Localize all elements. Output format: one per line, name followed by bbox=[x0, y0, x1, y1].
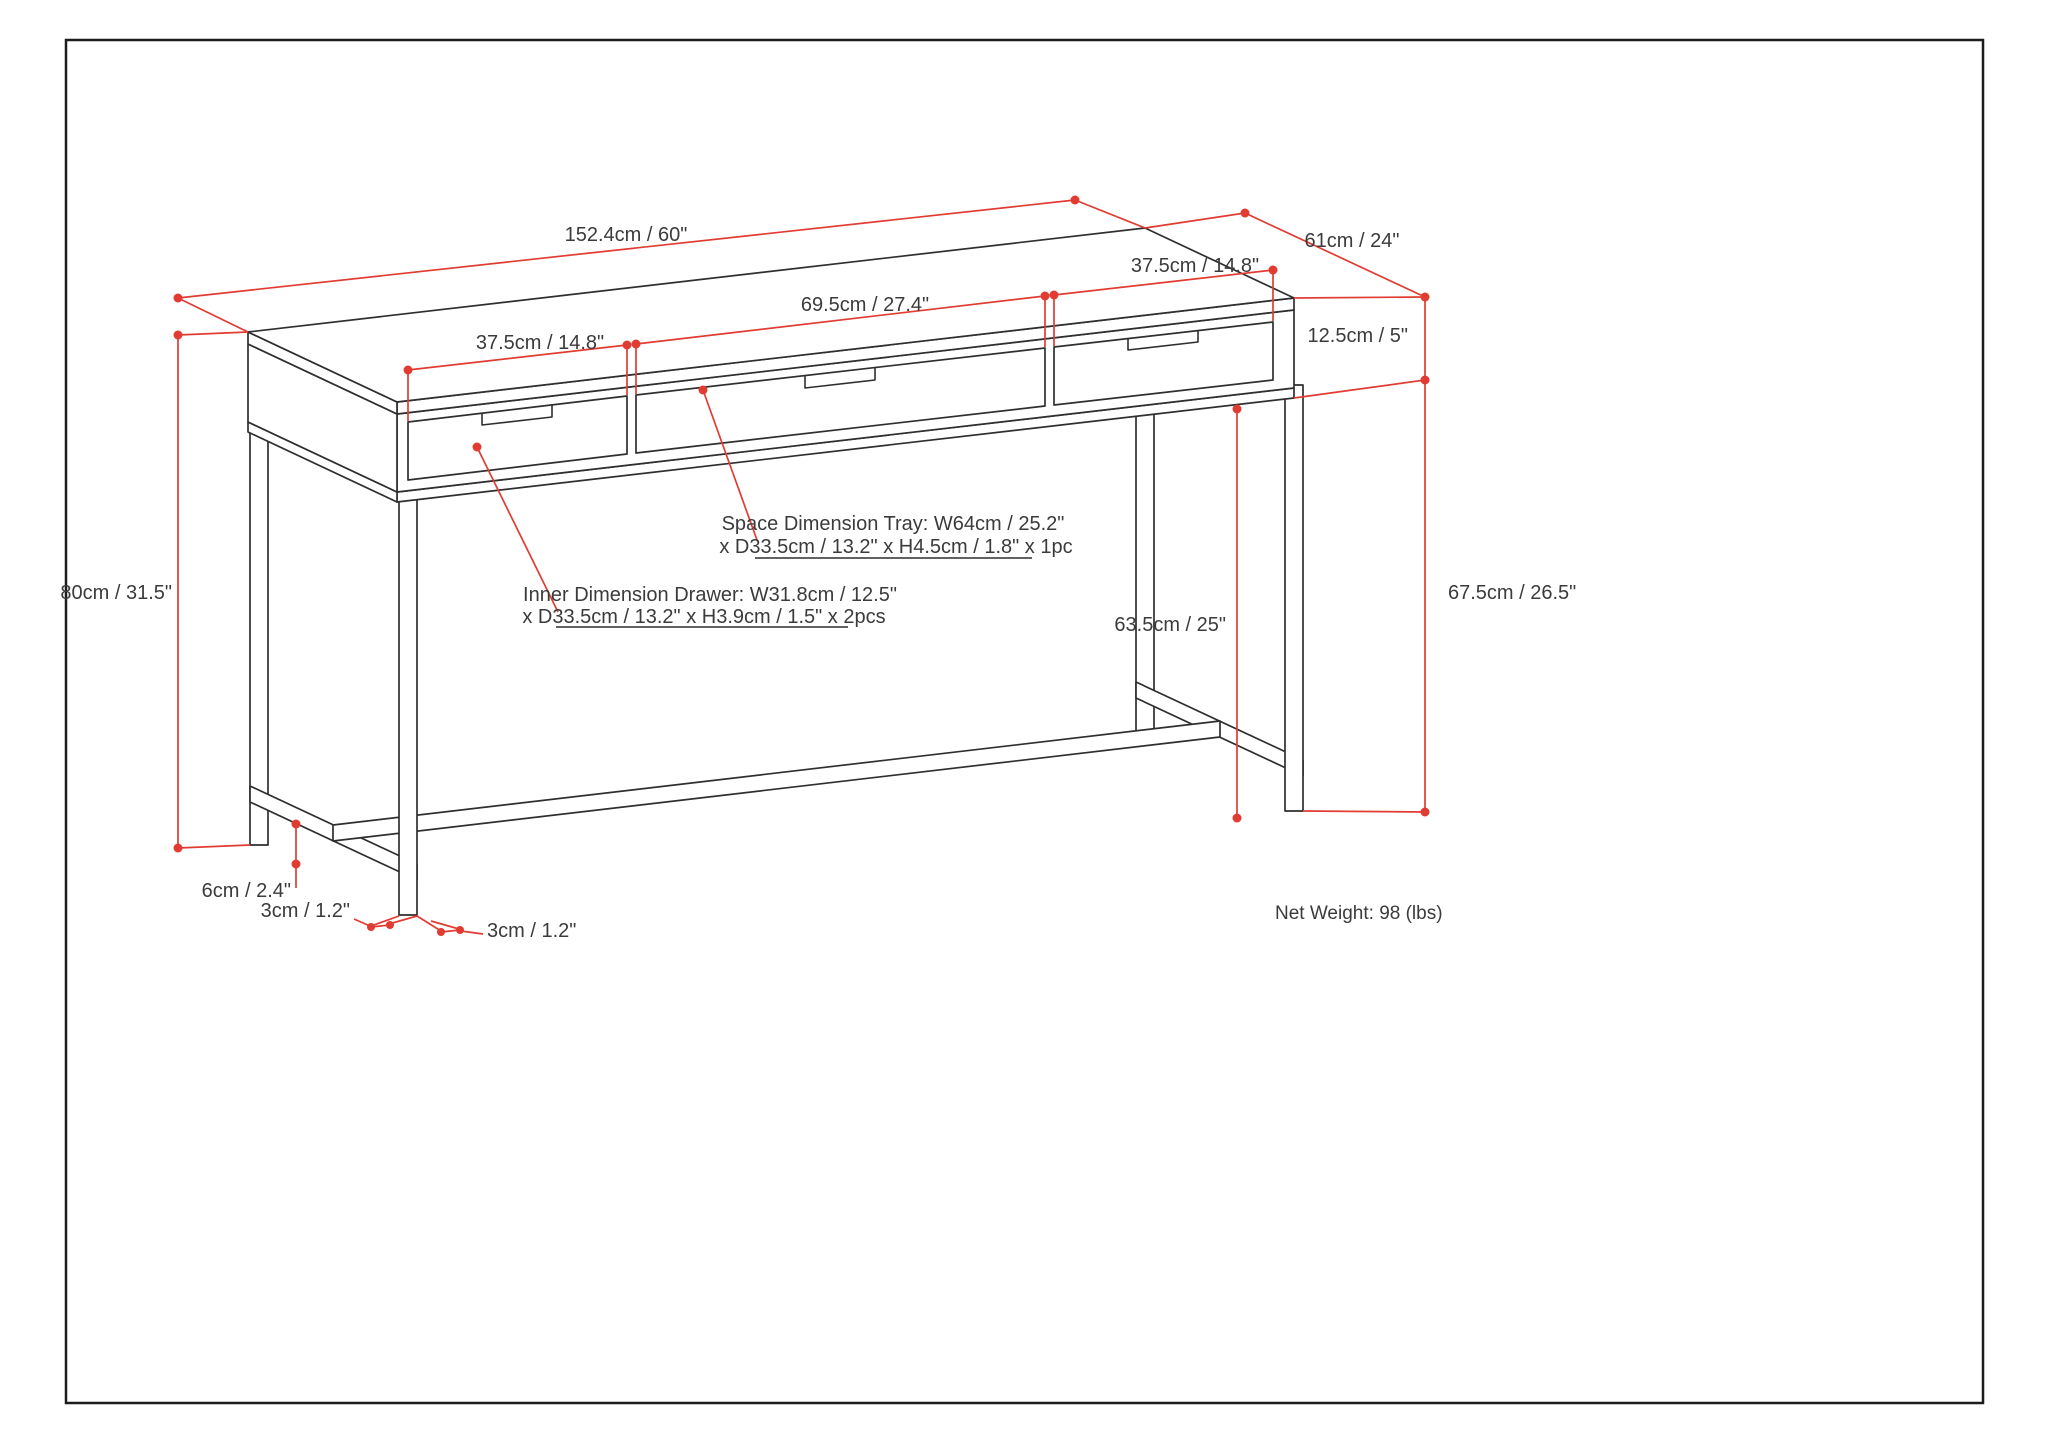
dim-endpoint-dot bbox=[1070, 195, 1080, 205]
dim-endpoint-dot bbox=[1420, 807, 1430, 817]
dim-top-depth-label: 61cm / 24" bbox=[1305, 230, 1400, 252]
back-left-leg bbox=[249, 424, 269, 846]
extension-line bbox=[1293, 379, 1426, 399]
dim-endpoint-dot bbox=[1420, 375, 1430, 385]
dim-endpoint-dot bbox=[367, 923, 375, 931]
dim-endpoint-dot bbox=[437, 928, 445, 936]
extension-line bbox=[1293, 296, 1426, 299]
extension-line bbox=[1144, 212, 1246, 229]
dim-leg-thickness-a: 3cm / 1.2" bbox=[261, 900, 418, 931]
front-right-leg bbox=[1284, 384, 1304, 812]
extension-line bbox=[388, 915, 418, 925]
right-drawer-handle bbox=[1127, 330, 1199, 351]
dim-endpoint-dot bbox=[1040, 291, 1050, 301]
dim-leg-thickness-a-label: 3cm / 1.2" bbox=[261, 900, 350, 922]
dim-endpoint-dot bbox=[173, 293, 183, 303]
extension-line bbox=[430, 920, 460, 930]
dim-drawer-middle-label: 69.5cm / 27.4" bbox=[801, 294, 929, 316]
leader-line bbox=[353, 918, 371, 927]
dim-foot-gap: 6cm / 2.4" bbox=[202, 819, 301, 902]
dim-endpoint-dot bbox=[291, 819, 301, 829]
net-weight-label: Net Weight: 98 (lbs) bbox=[1275, 903, 1443, 924]
leader-line bbox=[460, 930, 484, 935]
dim-drawer-left-label: 37.5cm / 14.8" bbox=[476, 332, 604, 354]
desk-drawing bbox=[247, 227, 1304, 916]
dim-endpoint-dot bbox=[386, 921, 394, 929]
dim-drawer-widths: 37.5cm / 14.8" 69.5cm / 27.4" 37.5cm / 1… bbox=[403, 255, 1278, 421]
dim-endpoint-dot bbox=[291, 859, 301, 869]
extension-line bbox=[370, 915, 400, 927]
annotation-tray: Space Dimension Tray: W64cm / 25.2" x D3… bbox=[698, 385, 1073, 559]
middle-drawer-handle bbox=[804, 368, 876, 389]
dim-endpoint-dot bbox=[1268, 265, 1278, 275]
long-stretcher bbox=[332, 720, 1221, 842]
dim-apron-height-label: 12.5cm / 5" bbox=[1308, 325, 1408, 347]
extension-line bbox=[416, 915, 442, 932]
dim-endpoint-dot bbox=[173, 843, 183, 853]
leader-line bbox=[702, 389, 758, 541]
dim-endpoint-dot bbox=[1232, 813, 1242, 823]
dimension-line bbox=[177, 199, 1076, 299]
drawer-annotation-line2: x D33.5cm / 13.2" x H3.9cm / 1.5" x 2pcs bbox=[522, 606, 885, 628]
dim-endpoint-dot bbox=[1232, 404, 1242, 414]
extension-line bbox=[177, 844, 251, 849]
left-drawer-front bbox=[407, 395, 628, 481]
annotation-drawer: Inner Dimension Drawer: W31.8cm / 12.5" … bbox=[472, 442, 897, 628]
dimension-annotations: 152.4cm / 60" 61cm / 24" bbox=[60, 195, 1576, 942]
dim-foot-gap-label: 6cm / 2.4" bbox=[202, 880, 291, 902]
dim-endpoint-dot bbox=[1240, 208, 1250, 218]
dimension-line bbox=[635, 295, 1046, 345]
extension-line bbox=[1302, 810, 1426, 813]
dimension-line bbox=[1053, 269, 1274, 296]
dim-top-depth: 61cm / 24" bbox=[1144, 208, 1430, 302]
tray-annotation-line1: Space Dimension Tray: W64cm / 25.2" bbox=[722, 513, 1065, 535]
dim-right-column: 12.5cm / 5" 67.5cm / 26.5" bbox=[1293, 297, 1576, 817]
tray-annotation-line2: x D33.5cm / 13.2" x H4.5cm / 1.8" x 1pc bbox=[719, 536, 1072, 558]
dim-overall-height: 80cm / 31.5" bbox=[60, 330, 251, 853]
front-left-leg bbox=[398, 489, 418, 916]
dim-endpoint-dot bbox=[456, 926, 464, 934]
extension-line bbox=[177, 297, 249, 333]
dim-endpoint-dot bbox=[173, 330, 183, 340]
dim-endpoint-dot bbox=[1049, 290, 1059, 300]
extension-line bbox=[177, 331, 249, 336]
dim-leg-thickness-b-label: 3cm / 1.2" bbox=[487, 920, 576, 942]
middle-drawer-front bbox=[635, 347, 1046, 454]
drawing-border bbox=[64, 38, 1985, 1405]
dimension-line bbox=[407, 344, 628, 371]
extension-line bbox=[1074, 199, 1146, 229]
dim-endpoint-dot bbox=[631, 339, 641, 349]
left-drawer-handle bbox=[481, 405, 553, 426]
dim-top-length: 152.4cm / 60" bbox=[173, 195, 1146, 333]
drawer-annotation-line1: Inner Dimension Drawer: W31.8cm / 12.5" bbox=[523, 584, 897, 606]
dim-clearance-label: 63.5cm / 25" bbox=[1114, 614, 1226, 636]
leader-line bbox=[476, 446, 559, 613]
dim-leg-thickness-b: 3cm / 1.2" bbox=[416, 915, 576, 942]
dim-leg-height-label: 67.5cm / 26.5" bbox=[1448, 582, 1576, 604]
dimension-line bbox=[1244, 212, 1426, 298]
dim-endpoint-dot bbox=[622, 340, 632, 350]
right-drawer-front bbox=[1053, 321, 1274, 406]
dim-top-length-label: 152.4cm / 60" bbox=[565, 224, 688, 246]
dim-endpoint-dot bbox=[403, 365, 413, 375]
dim-drawer-right-label: 37.5cm / 14.8" bbox=[1131, 255, 1259, 277]
dim-clearance: 63.5cm / 25" bbox=[1114, 404, 1242, 823]
dim-overall-height-label: 80cm / 31.5" bbox=[60, 582, 172, 604]
